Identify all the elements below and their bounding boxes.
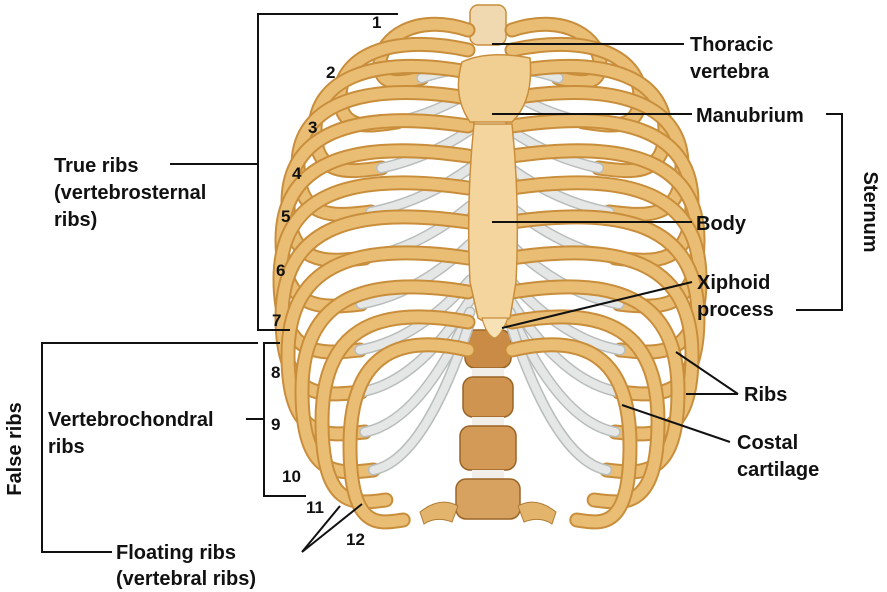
- rib-number-10: 10: [282, 467, 301, 486]
- label-thoracic-line1: Thoracic: [690, 34, 773, 56]
- label-true-ribs-line1: True ribs: [54, 155, 138, 177]
- label-costal-line2: cartilage: [737, 459, 819, 481]
- label-true-ribs: True ribs (vertebrosternal ribs): [54, 155, 212, 231]
- label-true-ribs-line3: ribs): [54, 209, 97, 231]
- label-thoracic-line2: vertebra: [690, 61, 770, 83]
- label-floating-line2: (vertebral ribs): [116, 568, 256, 590]
- label-xiphoid-process: Xiphoid process: [697, 272, 776, 321]
- rib-number-2: 2: [326, 63, 335, 82]
- label-floating-line1: Floating ribs: [116, 542, 236, 564]
- label-body: Body: [696, 213, 747, 235]
- rib-number-3: 3: [308, 118, 317, 137]
- rib-number-5: 5: [281, 207, 290, 226]
- label-floating-ribs: Floating ribs (vertebral ribs): [116, 542, 256, 590]
- rib-number-8: 8: [271, 363, 280, 382]
- rib-number-7: 7: [272, 311, 281, 330]
- label-xiphoid-line1: Xiphoid: [697, 272, 770, 294]
- rib-number-9: 9: [271, 415, 280, 434]
- label-thoracic-vertebra: Thoracic vertebra: [690, 34, 779, 83]
- label-xiphoid-line2: process: [697, 299, 774, 321]
- rib-number-11: 11: [306, 498, 324, 517]
- rib-number-4: 4: [292, 164, 302, 183]
- label-vertebrochondral-line1: Vertebrochondral: [48, 409, 214, 431]
- rib-number-6: 6: [276, 261, 285, 280]
- label-false-ribs: False ribs: [4, 402, 26, 495]
- label-sternum: Sternum: [859, 171, 881, 252]
- label-costal-cartilage: Costal cartilage: [737, 432, 819, 481]
- rib-cage-illustration: [280, 5, 700, 524]
- rib-number-1: 1: [372, 13, 381, 32]
- label-vertebrochondral-line2: ribs: [48, 436, 85, 458]
- label-ribs: Ribs: [744, 384, 787, 406]
- label-costal-line1: Costal: [737, 432, 798, 454]
- rib-number-12: 12: [346, 530, 365, 549]
- label-manubrium: Manubrium: [696, 105, 804, 127]
- label-vertebrochondral-ribs: Vertebrochondral ribs: [48, 409, 219, 458]
- label-true-ribs-line2: (vertebrosternal: [54, 182, 206, 204]
